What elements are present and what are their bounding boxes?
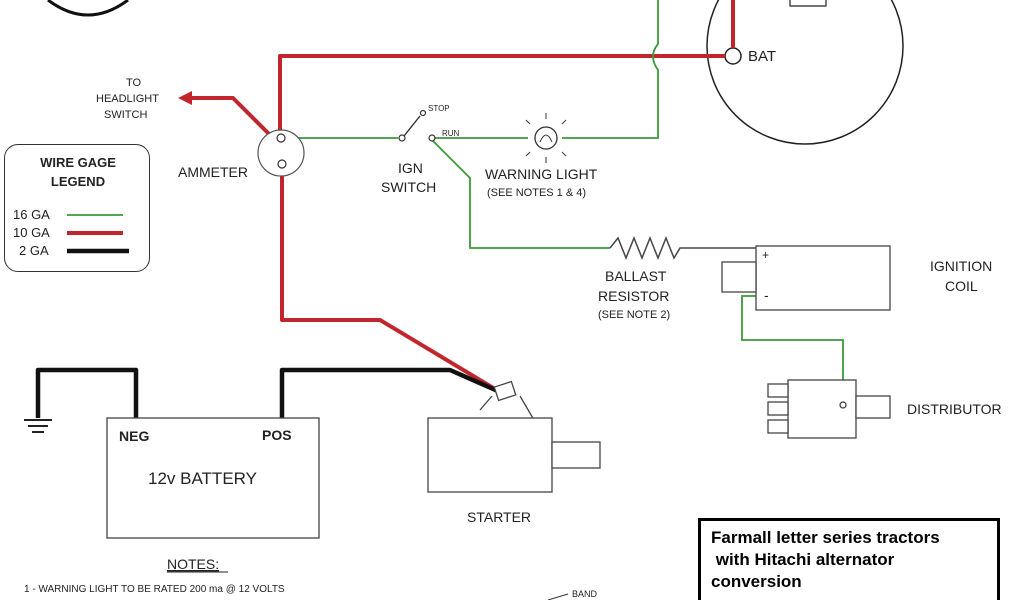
battery-label: 12v BATTERY [148, 469, 257, 488]
pos-label: POS [262, 427, 292, 443]
legend-item-16ga-label: 16 GA [13, 207, 50, 222]
bat-label: BAT [748, 48, 776, 65]
battery [106, 417, 320, 539]
alternator-bracket [789, 0, 827, 7]
ign-switch-blade [403, 115, 421, 137]
warning-light-notes: (SEE NOTES 1 & 4) [487, 187, 586, 199]
note-1: 1 - WARNING LIGHT TO BE RATED 200 ma @ 1… [24, 584, 285, 595]
ballast-label: BALLAST [605, 268, 667, 284]
wire-10ga-headlight [188, 96, 274, 139]
legend-item-2ga-label: 2 GA [19, 243, 49, 258]
title-line-2: with Hitachi alternator [711, 550, 895, 569]
legend-graphic: WIRE GAGE LEGEND 16 GA 10 GA 2 GA [13, 155, 129, 258]
ignition-coil [755, 245, 891, 311]
ammeter-terminal-bottom [277, 159, 287, 169]
ballast-resistor [609, 235, 758, 261]
wire-2ga-neg-ground [35, 367, 139, 418]
starter [427, 380, 601, 493]
wire-2ga-pos-starter [279, 367, 501, 418]
starter-label: STARTER [467, 509, 531, 525]
coil-label: COIL [945, 278, 978, 294]
distributor [767, 379, 891, 439]
band-leader [547, 593, 569, 600]
partial-gauge-circle [47, 0, 129, 17]
ign-label: IGN [398, 160, 423, 176]
to-label: TO [126, 77, 142, 89]
wire-16ga-light-up [562, 0, 659, 139]
distributor-label: DISTRIBUTOR [907, 401, 1002, 417]
distributor-terminal [839, 401, 847, 409]
warning-light-label: WARNING LIGHT [485, 166, 598, 182]
wire-16ga-group [290, 0, 844, 402]
legend-item-10ga-label: 10 GA [13, 225, 50, 240]
headlight-label: HEADLIGHT [96, 93, 159, 105]
band-label: BAND [572, 589, 598, 599]
wire-16ga-coil-dist [741, 295, 844, 402]
coil-minus-label: - [764, 287, 769, 303]
bat-terminal [724, 47, 742, 65]
resistor-label: RESISTOR [598, 288, 669, 304]
stop-label: STOP [428, 104, 450, 113]
run-label: RUN [442, 129, 460, 138]
coil-plus-label: + [762, 248, 769, 262]
notes-title: NOTES: [167, 556, 219, 572]
ign-switch-run-contact [428, 134, 436, 142]
neg-label: NEG [119, 428, 149, 444]
wire-10ga-group [188, 0, 735, 394]
ign-switch-label: SWITCH [381, 179, 436, 195]
alternator [706, 0, 904, 145]
title-line-3: conversion [711, 572, 802, 591]
ignition-coil-tower [721, 261, 757, 293]
ign-switch-left-contact [398, 134, 406, 142]
title-box: Farmall letter series tractors with Hita… [698, 518, 1000, 600]
wire-10ga-ammeter-starter [280, 170, 502, 394]
headlight-arrow [178, 91, 192, 105]
legend-title-line1: WIRE GAGE [40, 155, 116, 170]
legend-title-line2: LEGEND [51, 174, 105, 189]
wire-16ga-run-ballast [431, 139, 610, 249]
wire-gage-legend: WIRE GAGE LEGEND 16 GA 10 GA 2 GA [4, 144, 150, 272]
ground-symbol [24, 419, 52, 433]
ballast-note: (SEE NOTE 2) [598, 309, 670, 321]
headlight-switch-label: SWITCH [104, 109, 147, 121]
ignition-label: IGNITION [930, 258, 992, 274]
title-line-1: Farmall letter series tractors [711, 528, 940, 547]
ammeter-terminal-top [276, 133, 286, 143]
ammeter [257, 129, 305, 177]
ign-switch-stop-contact [419, 109, 427, 117]
wire-10ga-bat [278, 54, 725, 135]
ammeter-label: AMMETER [178, 164, 248, 180]
wire-2ga-group [35, 367, 501, 418]
warning-light [525, 113, 567, 163]
